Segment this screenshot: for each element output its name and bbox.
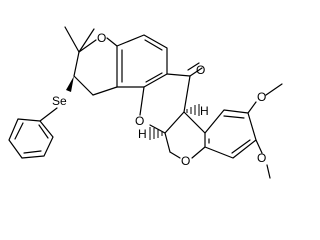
stereo-h-upper-label: H bbox=[200, 104, 209, 118]
ketone-oxygen-label: O bbox=[196, 63, 205, 77]
aromatic-ring-a bbox=[116, 34, 168, 88]
benzopyran-ring-bonds bbox=[164, 111, 206, 159]
phenylselanyl-group bbox=[8, 76, 74, 159]
hash-bond-upper bbox=[186, 104, 200, 116]
methoxy-oxygen-lower-label: O bbox=[257, 151, 266, 165]
methoxy-oxygen-upper-label: O bbox=[257, 90, 266, 104]
gem-dimethyl bbox=[64, 26, 95, 53]
chromane-oxygen-label: O bbox=[181, 154, 190, 168]
phenyl-ring bbox=[8, 118, 54, 159]
stereo-h-lower-label: H bbox=[138, 127, 147, 141]
methoxy-groups bbox=[247, 83, 283, 179]
selenium-label: Se bbox=[52, 94, 67, 108]
bridge-oxygen-label: O bbox=[135, 114, 144, 128]
pyran-oxygen-label: O bbox=[97, 31, 106, 45]
molecule-diagram: O Se O O H H O O O bbox=[8, 26, 283, 179]
pyran-ring-bonds bbox=[73, 37, 118, 96]
structure-canvas: O Se O O H H O O O bbox=[8, 26, 283, 179]
se-wedge-bond bbox=[66, 76, 74, 92]
chromanone-ring-bonds bbox=[139, 62, 203, 134]
stereo-bonds bbox=[149, 104, 200, 140]
hash-bond-lower bbox=[149, 127, 163, 140]
aromatic-ring-b bbox=[204, 109, 257, 159]
